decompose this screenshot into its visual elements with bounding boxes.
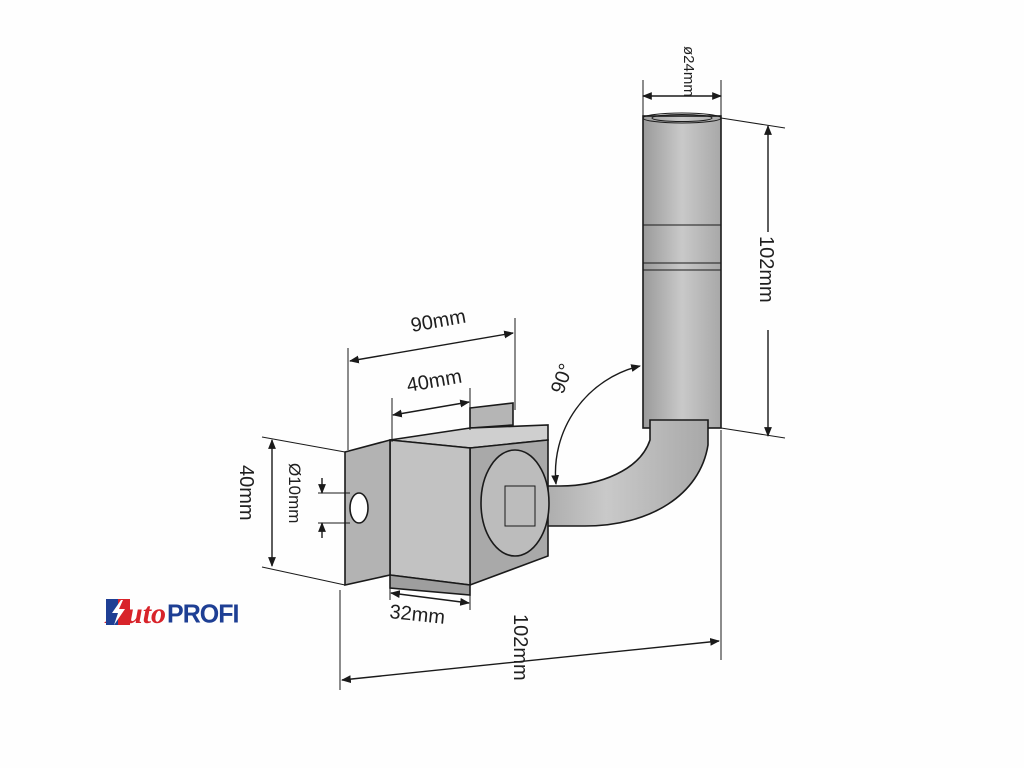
base-width-label: 32mm bbox=[388, 601, 446, 629]
total-depth-label: 102mm bbox=[509, 614, 531, 681]
bracket-width-label: 90mm bbox=[409, 306, 468, 337]
hole-diameter-label: Ø10mm bbox=[285, 463, 304, 523]
logo-profi-text: PROFI bbox=[167, 599, 239, 629]
inner-width-label: 40mm bbox=[405, 366, 464, 397]
bracket-height-label: 40mm bbox=[235, 465, 257, 521]
mounting-bracket bbox=[344, 402, 550, 596]
bend-angle-label: 90° bbox=[547, 361, 578, 397]
dimension-lines bbox=[261, 80, 786, 690]
pipe-diameter-label: ø24mm bbox=[680, 46, 697, 97]
pipe-height-label: 102mm bbox=[755, 236, 777, 303]
autoprofi-logo: Auto PROFI bbox=[106, 598, 239, 630]
vertical-pipe bbox=[642, 112, 722, 429]
lightning-logo-icon bbox=[106, 599, 130, 625]
